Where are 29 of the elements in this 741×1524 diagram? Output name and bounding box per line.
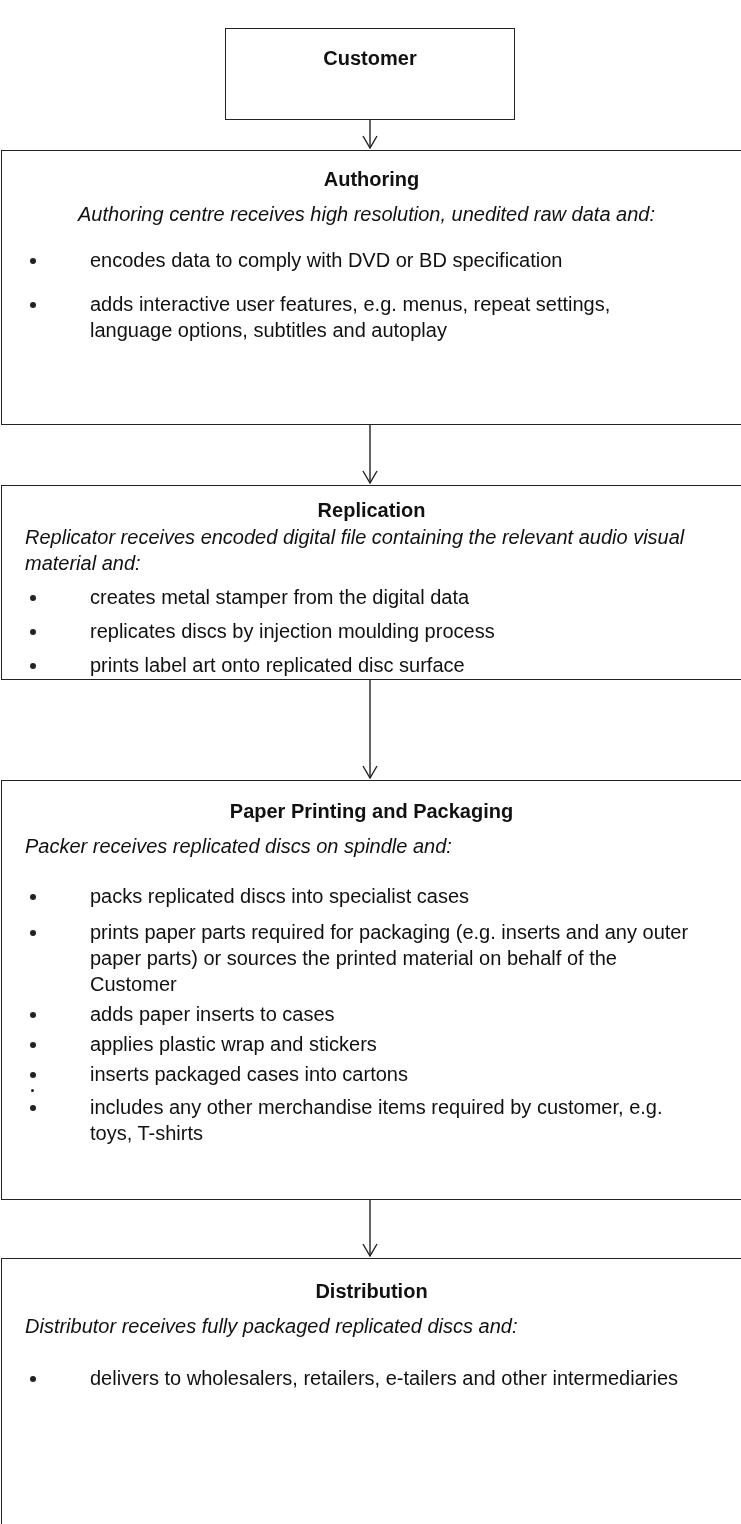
arrow (362, 119, 378, 149)
bullet-item: replicates discs by injection moulding process (2, 618, 741, 644)
box-heading: Customer (322, 46, 418, 70)
bullet-item: applies plastic wrap and stickers (2, 1031, 741, 1057)
process-box (1, 150, 741, 425)
arrow (362, 679, 378, 779)
box-heading: Distribution (314, 1279, 429, 1303)
bullet-item: packs replicated discs into specialist cases (2, 883, 741, 909)
process-box (1, 780, 741, 1200)
box-heading: Replication (316, 498, 427, 522)
process-box (225, 28, 515, 120)
intro-text: Packer receives replicated discs on spindle and: (24, 834, 453, 859)
process-box (1, 485, 741, 680)
box-heading: Authoring (322, 167, 421, 191)
bullet-item: adds paper inserts to cases (2, 1001, 741, 1027)
bullet-item: inserts packaged cases into cartons (2, 1061, 741, 1087)
intro-text: Authoring centre receives high resolution, unedited raw data and: (76, 202, 656, 227)
process-box (1, 1258, 741, 1524)
box-heading: Paper Printing and Packaging (228, 799, 515, 823)
bullet-item: encodes data to comply with DVD or BD specification (2, 247, 741, 273)
bullet-item: delivers to wholesalers, retailers, e-tailers and other intermediaries (2, 1365, 741, 1391)
arrow (362, 1199, 378, 1257)
intro-text: Distributor receives fully packaged replicated discs and: (24, 1314, 519, 1339)
arrow (362, 424, 378, 484)
bullet-item: creates metal stamper from the digital data (2, 584, 741, 610)
bullet-item: includes any other merchandise items required by customer, e.g. toys, T-shirts (2, 1094, 741, 1146)
bullet-item: adds interactive user features, e.g. menus, repeat settings, language options, subtitles and autoplay (2, 291, 741, 343)
intro-text: Replicator receives encoded digital file containing the relevant audio visual material and: (24, 525, 686, 576)
bullet-item: prints label art onto replicated disc surface (2, 652, 741, 678)
